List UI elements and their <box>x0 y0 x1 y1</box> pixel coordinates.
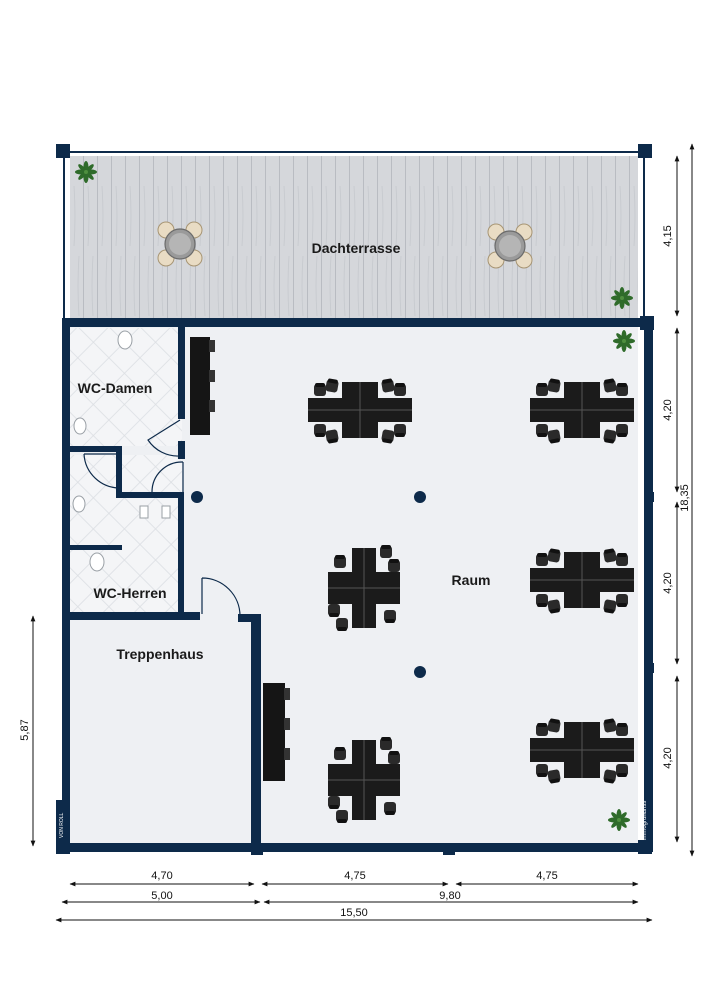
dim-bottom-b: 4,75 <box>344 870 365 882</box>
dim-bottom-a: 4,70 <box>151 870 172 882</box>
desk-cluster <box>530 378 634 444</box>
desk-cluster <box>530 718 634 784</box>
dim-right-bottom: 4,20 <box>662 747 674 768</box>
terrace-label: Dachterrasse <box>312 240 401 256</box>
doors <box>83 419 241 617</box>
patio-table-left <box>157 221 203 267</box>
logo-badge <box>56 800 66 842</box>
dimension-lines <box>30 143 695 923</box>
dim-right-top: 4,15 <box>662 225 674 246</box>
desk-cluster <box>308 378 412 444</box>
stairwell-label: Treppenhaus <box>116 646 203 662</box>
desk-cluster <box>328 545 400 631</box>
walls <box>56 316 654 855</box>
desk-cluster <box>530 548 634 614</box>
dim-right-mid2: 4,20 <box>662 572 674 593</box>
dim-right-total: 18,35 <box>679 484 691 512</box>
main-room-label: Raum <box>452 572 491 588</box>
desk-cluster <box>328 737 400 823</box>
patio-table-right <box>487 223 533 269</box>
brand-watermark: immogrundriss <box>642 801 648 840</box>
dim-bottom-e: 9,80 <box>439 890 460 902</box>
dim-bottom-c: 4,75 <box>536 870 557 882</box>
wc-men-label: WC-Herren <box>93 585 166 601</box>
wc-women-label: WC-Damen <box>78 380 153 396</box>
wc-men-floor <box>70 455 182 613</box>
cabinets <box>190 337 290 781</box>
dim-left-stair: 5,87 <box>19 719 31 740</box>
dim-bottom-total: 15,50 <box>340 907 368 919</box>
dim-right-mid1: 4,20 <box>662 399 674 420</box>
logo-text: VON ROLL <box>59 812 65 838</box>
columns <box>191 491 426 678</box>
terrace-area <box>56 144 652 322</box>
wc-fixtures <box>72 330 171 572</box>
dim-bottom-d: 5,00 <box>151 890 172 902</box>
